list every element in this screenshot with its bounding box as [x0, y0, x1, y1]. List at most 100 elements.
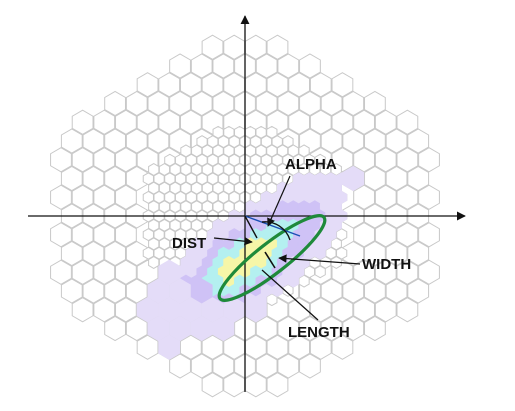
camera-pixel — [50, 259, 72, 285]
camera-pixel-small — [180, 218, 192, 232]
signal-image — [136, 165, 365, 360]
signal-pixel — [293, 265, 305, 279]
signal-pixel — [314, 246, 326, 260]
signal-pixel — [228, 283, 240, 297]
camera-pixel — [201, 34, 224, 60]
camera-pixel — [396, 222, 419, 248]
camera-pixel — [71, 184, 94, 210]
signal-pixel — [201, 297, 224, 323]
signal-pixel — [314, 228, 326, 242]
camera-pixel-small — [169, 200, 181, 214]
camera-pixel — [82, 240, 105, 267]
camera-pixel — [158, 72, 181, 98]
camera-pixel-small — [271, 153, 283, 167]
camera-pixel — [50, 147, 72, 173]
camera-pixel-small — [255, 125, 267, 139]
camera-pixel-small — [303, 153, 316, 167]
camera-pixel-small — [276, 163, 289, 176]
camera-pixel-small — [185, 153, 197, 167]
camera-pixel-small — [250, 153, 262, 167]
camera-pixel-small — [174, 246, 187, 260]
camera-pixel — [277, 90, 300, 117]
camera-pixel — [190, 353, 213, 379]
camera-pixel — [374, 259, 397, 285]
signal-pixel — [303, 172, 316, 186]
camera-pixel — [104, 315, 126, 342]
label-alpha: ALPHA — [285, 156, 337, 173]
signal-pixel — [169, 278, 191, 304]
camera-pixel-small — [250, 172, 262, 186]
camera-pixel-small — [174, 153, 187, 167]
camera-pixel-small — [164, 172, 176, 186]
camera-pixel — [277, 315, 300, 342]
camera-pixel — [407, 240, 430, 267]
camera-pixel-small — [298, 274, 310, 288]
signal-pixel — [309, 181, 321, 195]
camera-pixel — [299, 90, 321, 117]
dist-line — [244, 215, 258, 239]
camera-pixel — [60, 128, 83, 154]
signal-pixel — [293, 228, 305, 242]
hillas-ellipse — [217, 214, 327, 302]
alpha-arc — [261, 221, 291, 241]
camera-pixel — [104, 165, 126, 192]
camera-pixel-small — [180, 237, 192, 251]
camera-pixel — [288, 297, 311, 323]
signal-pixel — [303, 228, 316, 242]
camera-pixel — [266, 72, 289, 98]
camera-pixel-small — [212, 125, 224, 139]
signal-pixel — [330, 218, 342, 232]
camera-pixel — [71, 259, 94, 285]
signal-pixel — [212, 256, 224, 269]
signal-pixel — [207, 246, 219, 260]
camera-pixel — [201, 334, 224, 360]
camera-pixel-small — [201, 163, 214, 176]
camera-pixel — [255, 53, 278, 79]
camera-pixel — [407, 165, 430, 192]
signal-pixel — [325, 228, 337, 242]
signal-pixel — [212, 218, 224, 232]
signal-pixel — [260, 190, 273, 204]
camera-pixel-small — [223, 144, 235, 158]
signal-pixel — [336, 190, 348, 204]
camera-pixel — [407, 128, 430, 154]
camera-pixel-small — [303, 265, 316, 279]
camera-pixel-small — [314, 265, 326, 279]
camera-pixel-small — [169, 163, 181, 176]
camera-pixel — [353, 222, 375, 248]
length-leader — [261, 269, 319, 321]
camera-pixel-small — [228, 190, 240, 204]
camera-pixel — [71, 109, 94, 135]
camera-pixel — [255, 315, 278, 342]
camera-pixel — [115, 147, 137, 173]
camera-pixel-small — [201, 200, 214, 214]
camera-pixel — [115, 259, 137, 285]
camera-pixel — [212, 53, 235, 79]
camera-pixel — [299, 353, 321, 379]
camera-pixel — [288, 109, 311, 135]
camera-pixel-small — [266, 144, 278, 158]
signal-pixel — [147, 278, 170, 304]
camera-pixel-small — [255, 144, 267, 158]
width-leader — [278, 254, 361, 265]
camera-pixel — [277, 353, 300, 379]
camera-pixel-small — [282, 135, 294, 149]
camera-pixel — [201, 372, 224, 398]
camera-pixel — [353, 297, 375, 323]
camera-pixel-small — [180, 163, 192, 176]
signal-pixel — [190, 278, 213, 304]
camera-pixel-small — [158, 181, 171, 195]
camera-pixel — [158, 109, 181, 135]
signal-pixel — [319, 200, 332, 214]
camera-pixel — [125, 278, 148, 304]
camera-pixel — [418, 259, 440, 285]
camera-pixel-small — [223, 163, 235, 176]
signal-pixel — [136, 297, 159, 323]
camera-pixel-small — [217, 172, 230, 186]
camera-pixel — [147, 128, 170, 154]
camera-pixel — [50, 184, 72, 210]
camera-pixel — [342, 315, 365, 342]
camera-pixel — [320, 128, 343, 154]
